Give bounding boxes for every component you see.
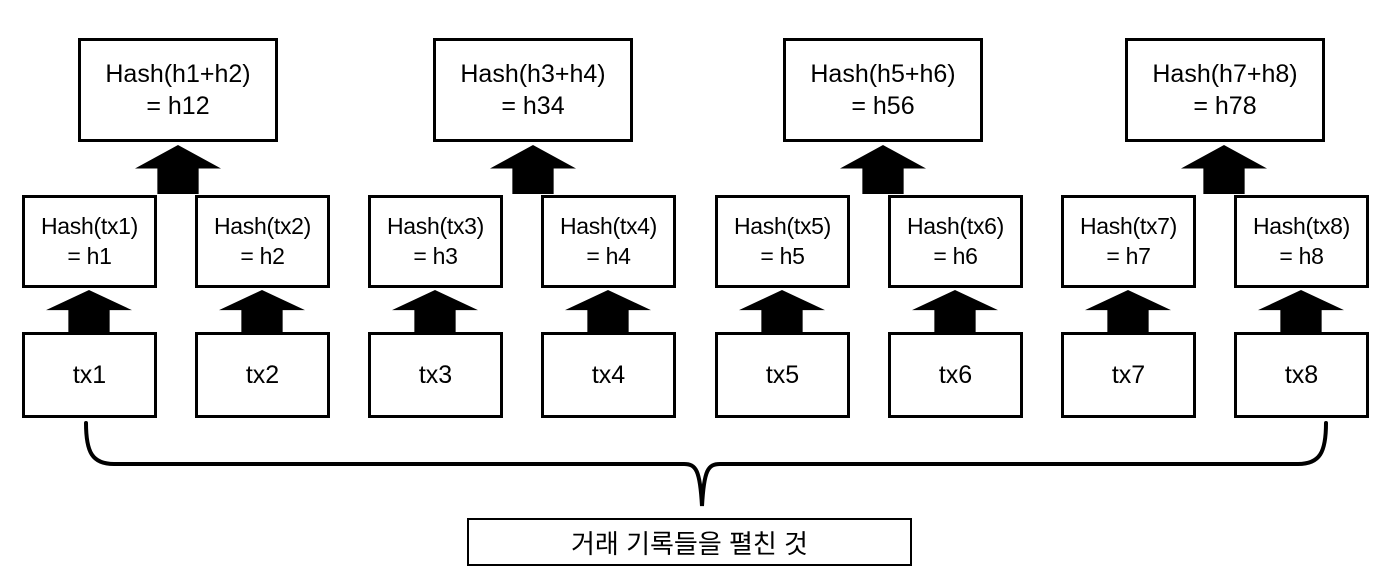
parent-hash-node-h12: Hash(h1+h2) = h12 <box>78 38 278 142</box>
hash-result: = h5 <box>760 242 805 269</box>
hash-result: = h8 <box>1279 242 1324 269</box>
arrow-up-icon <box>739 290 825 332</box>
hash-result: = h34 <box>501 92 565 120</box>
hash-formula: Hash(tx5) <box>734 213 831 240</box>
leaf-hash-node-h2: Hash(tx2) = h2 <box>195 195 330 288</box>
caption-box: 거래 기록들을 펼친 것 <box>467 518 912 566</box>
arrow-up-icon <box>1258 290 1344 332</box>
hash-formula: Hash(h7+h8) <box>1152 60 1298 88</box>
hash-result: = h6 <box>933 242 978 269</box>
hash-formula: Hash(h3+h4) <box>460 60 606 88</box>
leaf-hash-node-h4: Hash(tx4) = h4 <box>541 195 676 288</box>
leaf-hash-node-h8: Hash(tx8) = h8 <box>1234 195 1369 288</box>
tx-node-tx6: tx6 <box>888 332 1023 418</box>
hash-result: = h78 <box>1193 92 1257 120</box>
arrow-up-icon <box>392 290 478 332</box>
hash-formula: Hash(h1+h2) <box>105 60 251 88</box>
hash-formula: Hash(tx1) <box>41 213 138 240</box>
hash-result: = h56 <box>851 92 915 120</box>
leaf-hash-node-h1: Hash(tx1) = h1 <box>22 195 157 288</box>
tx-label: tx7 <box>1111 361 1146 389</box>
arrow-up-icon <box>1085 290 1171 332</box>
hash-result: = h1 <box>67 242 112 269</box>
arrow-up-icon <box>490 145 576 194</box>
parent-hash-node-h34: Hash(h3+h4) = h34 <box>433 38 633 142</box>
arrow-up-icon <box>912 290 998 332</box>
hash-result: = h7 <box>1106 242 1151 269</box>
tx-label: tx5 <box>765 361 800 389</box>
hash-formula: Hash(tx8) <box>1253 213 1350 240</box>
hash-formula: Hash(tx7) <box>1080 213 1177 240</box>
hash-formula: Hash(tx2) <box>214 213 311 240</box>
tx-node-tx7: tx7 <box>1061 332 1196 418</box>
tx-node-tx3: tx3 <box>368 332 503 418</box>
arrow-up-icon <box>219 290 305 332</box>
tx-node-tx2: tx2 <box>195 332 330 418</box>
leaf-hash-node-h7: Hash(tx7) = h7 <box>1061 195 1196 288</box>
leaf-hash-node-h6: Hash(tx6) = h6 <box>888 195 1023 288</box>
arrow-up-icon <box>565 290 651 332</box>
tx-label: tx2 <box>245 361 280 389</box>
tx-label: tx1 <box>72 361 107 389</box>
arrow-up-icon <box>46 290 132 332</box>
tx-label: tx4 <box>591 361 626 389</box>
hash-formula: Hash(tx6) <box>907 213 1004 240</box>
parent-hash-node-h78: Hash(h7+h8) = h78 <box>1125 38 1325 142</box>
tx-node-tx8: tx8 <box>1234 332 1369 418</box>
hash-formula: Hash(h5+h6) <box>810 60 956 88</box>
tx-node-tx4: tx4 <box>541 332 676 418</box>
tx-node-tx5: tx5 <box>715 332 850 418</box>
hash-formula: Hash(tx3) <box>387 213 484 240</box>
hash-result: = h2 <box>240 242 285 269</box>
tx-label: tx8 <box>1284 361 1319 389</box>
parent-hash-node-h56: Hash(h5+h6) = h56 <box>783 38 983 142</box>
tx-node-tx1: tx1 <box>22 332 157 418</box>
hash-result: = h3 <box>413 242 458 269</box>
arrow-up-icon <box>1181 145 1267 194</box>
leaf-hash-node-h5: Hash(tx5) = h5 <box>715 195 850 288</box>
tx-label: tx6 <box>938 361 973 389</box>
leaf-hash-node-h3: Hash(tx3) = h3 <box>368 195 503 288</box>
hash-result: = h4 <box>586 242 631 269</box>
caption-label: 거래 기록들을 펼친 것 <box>571 528 808 559</box>
hash-result: = h12 <box>146 92 210 120</box>
hash-formula: Hash(tx4) <box>560 213 657 240</box>
arrow-up-icon <box>840 145 926 194</box>
tx-label: tx3 <box>418 361 453 389</box>
arrow-up-icon <box>135 145 221 194</box>
